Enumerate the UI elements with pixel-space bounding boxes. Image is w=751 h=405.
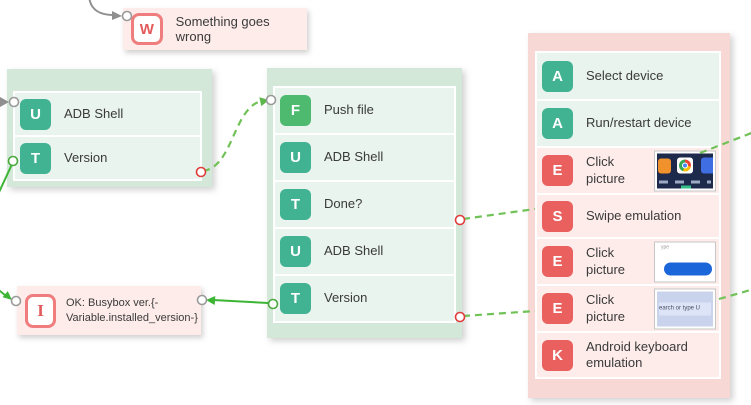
row-label: Swipe emulation — [586, 207, 682, 223]
row-adb-shell[interactable]: U ADB Shell — [275, 135, 454, 180]
action-badge: U — [280, 236, 311, 267]
row-label: Run/restart device — [586, 115, 692, 131]
row-label: ADB Shell — [324, 243, 384, 259]
target-picture-thumbnail — [654, 150, 716, 191]
warning-badge-letter: W — [139, 20, 154, 38]
action-badge: U — [280, 142, 311, 173]
chrome-icon — [677, 157, 693, 173]
row-label: Version — [64, 149, 108, 165]
blue-app-icon — [701, 157, 713, 173]
action-badge: A — [542, 60, 573, 92]
icon-captions — [659, 180, 711, 183]
action-badge: T — [280, 283, 311, 314]
action-badge: T — [280, 189, 311, 220]
blue-button-screenshot: ype — [657, 244, 713, 279]
action-badge: K — [542, 339, 573, 371]
info-badge: I — [25, 293, 56, 328]
app-icons-screenshot — [657, 153, 713, 188]
arrowhead-green — [206, 296, 216, 305]
action-badge: F — [280, 95, 311, 126]
row-run-restart-device[interactable]: A Run/restart device — [537, 101, 719, 146]
group-push-install[interactable]: F Push file U ADB Shell T Done? U ADB Sh… — [267, 68, 462, 338]
blue-button — [664, 262, 712, 275]
node-info-busybox-version[interactable]: I OK: Busybox ver.{-Variable.installed_v… — [17, 286, 201, 335]
action-badge: E — [542, 293, 573, 324]
info-badge-letter: I — [37, 300, 44, 320]
row-click-picture-1[interactable]: E Click picture — [537, 148, 719, 193]
action-badge: S — [542, 200, 573, 232]
target-picture-thumbnail: earch or type U — [654, 288, 716, 329]
wire-into-warning-node — [88, 0, 115, 16]
row-click-picture-3[interactable]: E Click picture earch or type U — [537, 286, 719, 331]
arrowhead-green — [2, 291, 12, 300]
green-bar — [681, 185, 691, 188]
row-select-device[interactable]: A Select device — [537, 53, 719, 99]
row-click-picture-2[interactable]: E Click picture ype — [537, 239, 719, 284]
row-label: ADB Shell — [324, 149, 384, 165]
address-bar-screenshot: earch or type U — [657, 291, 713, 326]
action-badge: T — [20, 142, 51, 174]
row-label: Click picture — [586, 245, 626, 277]
row-label: ADB Shell — [64, 105, 124, 121]
group-device-automation[interactable]: A Select device A Run/restart device E C… — [528, 33, 730, 398]
row-adb-shell[interactable]: U ADB Shell — [15, 93, 200, 135]
row-label: Select device — [586, 67, 664, 83]
wire-version-to-click-picture — [462, 309, 536, 318]
node-label: OK: Busybox ver.{-Variable.installed_ver… — [66, 297, 198, 324]
row-label: Done? — [324, 196, 363, 212]
row-swipe-emulation[interactable]: S Swipe emulation — [537, 195, 719, 237]
orange-app-icon — [658, 158, 671, 173]
row-done-check[interactable]: T Done? — [275, 182, 454, 227]
target-picture-thumbnail: ype — [654, 241, 716, 282]
row-push-file[interactable]: F Push file — [275, 88, 454, 133]
row-label: Push file — [324, 102, 374, 118]
arrowhead-gray — [112, 11, 122, 20]
address-bar-text: earch or type U — [659, 302, 711, 315]
action-badge: U — [20, 98, 51, 130]
group-adb-version-check[interactable]: U ADB Shell T Version — [7, 69, 212, 187]
wire-into-info-left — [0, 289, 7, 297]
row-label: Click picture — [586, 154, 626, 186]
row-adb-shell[interactable]: U ADB Shell — [275, 229, 454, 274]
wire-done-to-swipe — [462, 207, 536, 221]
warning-badge: W — [131, 13, 163, 45]
node-something-goes-wrong[interactable]: W Something goes wrong — [123, 8, 307, 50]
action-badge: A — [542, 108, 573, 139]
row-label: Click picture — [586, 292, 626, 324]
action-badge: E — [542, 155, 573, 186]
row-label: Version — [324, 290, 368, 306]
row-android-keyboard-emulation[interactable]: K Android keyboard emulation — [537, 333, 719, 377]
row-label: Android keyboard emulation — [586, 338, 688, 370]
row-version[interactable]: T Version — [275, 276, 454, 321]
row-version[interactable]: T Version — [15, 137, 200, 179]
action-badge: E — [542, 246, 573, 277]
screen-hint-text: ype — [661, 244, 670, 250]
wire-version-to-info — [212, 299, 269, 304]
node-label: Something goes wrong — [175, 14, 270, 44]
